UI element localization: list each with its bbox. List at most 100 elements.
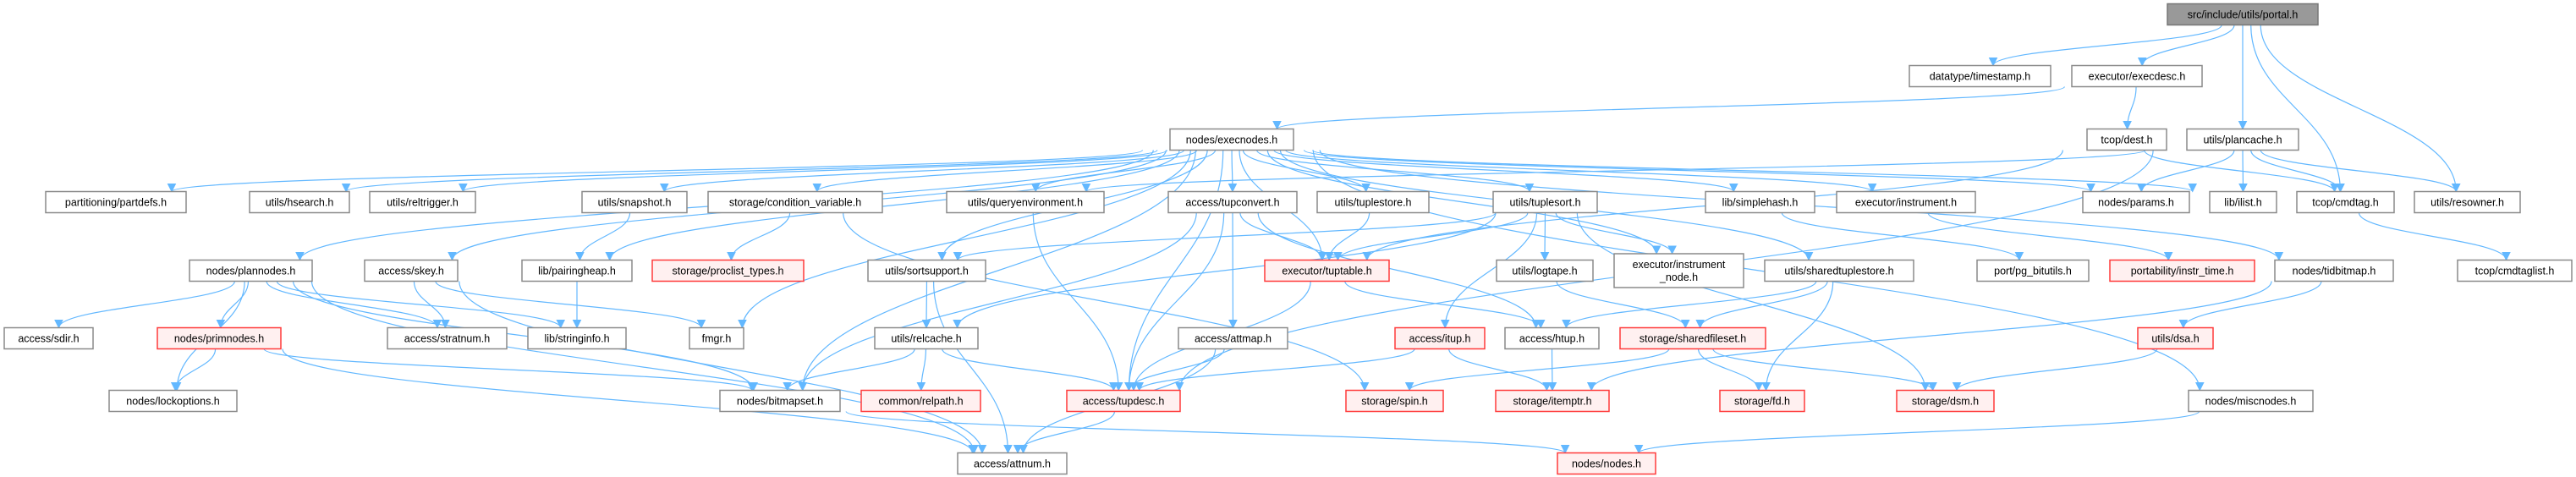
edge-tuptable-to-htup (1344, 281, 1546, 329)
node-tupdesc[interactable]: access/tupdesc.h (1066, 389, 1181, 413)
edge-sortsupport-to-attnum (932, 281, 1013, 454)
node-skey[interactable]: access/skey.h (364, 259, 459, 282)
node-miscnodes[interactable]: nodes/miscnodes.h (2188, 389, 2314, 413)
edge-condvar-to-spin (843, 212, 1370, 392)
node-label: access/stratnum.h (404, 333, 490, 345)
node-timestamp[interactable]: datatype/timestamp.h (1909, 64, 2051, 88)
node-label: common/relpath.h (878, 396, 963, 408)
edge-tuplesort-to-instrnode (1555, 212, 1677, 255)
node-nodes[interactable]: nodes/nodes.h (1557, 452, 1656, 475)
node-tuplesort[interactable]: utils/tuplesort.h (1492, 190, 1598, 214)
node-cmdtaglist[interactable]: tcop/cmdtaglist.h (2457, 259, 2573, 282)
node-dsm[interactable]: storage/dsm.h (1896, 389, 1995, 413)
node-box (1504, 326, 1600, 350)
node-label: access/tupconvert.h (1185, 197, 1279, 209)
node-itup[interactable]: access/itup.h (1394, 326, 1486, 350)
node-instrnode[interactable]: executor/instrument_node.h (1613, 253, 1744, 288)
node-sharedfileset[interactable]: storage/sharedfileset.h (1619, 326, 1766, 350)
node-tidbitmap[interactable]: nodes/tidbitmap.h (2274, 259, 2394, 282)
node-relpath[interactable]: common/relpath.h (860, 389, 981, 413)
node-plancache[interactable]: utils/plancache.h (2186, 128, 2299, 151)
node-tuptable[interactable]: executor/tuptable.h (1264, 259, 1390, 282)
edge-tuplesort-to-relcache (953, 212, 1497, 329)
node-stratnum[interactable]: access/stratnum.h (387, 326, 508, 350)
node-box (1345, 389, 1444, 413)
node-box (157, 326, 282, 350)
node-dest[interactable]: tcop/dest.h (2086, 128, 2167, 151)
node-instrtime[interactable]: portability/instr_time.h (2109, 259, 2255, 282)
node-box (527, 326, 627, 350)
node-primnodes[interactable]: nodes/primnodes.h (157, 326, 282, 350)
edge-plannodes-to-stratnum (266, 281, 442, 329)
node-label: utils/sharedtuplestore.h (1784, 266, 1893, 277)
node-attnum[interactable]: access/attnum.h (957, 452, 1068, 475)
node-label: nodes/tidbitmap.h (2293, 266, 2376, 277)
node-cmdtag[interactable]: tcop/cmdtag.h (2296, 190, 2395, 214)
node-tupconvert[interactable]: access/tupconvert.h (1167, 190, 1298, 214)
node-bitmapset[interactable]: nodes/bitmapset.h (719, 389, 841, 413)
node-label: partitioning/partdefs.h (65, 197, 167, 209)
node-spin[interactable]: storage/spin.h (1345, 389, 1444, 413)
node-execdesc[interactable]: executor/execdesc.h (2071, 64, 2203, 88)
node-box (1495, 389, 1610, 413)
node-attmap[interactable]: access/attmap.h (1178, 326, 1288, 350)
edge-tidbitmap-to-dsa (2178, 281, 2322, 329)
node-proclist[interactable]: storage/proclist_types.h (651, 259, 805, 282)
edge-attmap-to-tupdesc (1124, 348, 1225, 392)
node-box (1496, 259, 1594, 282)
node-stringinfo[interactable]: lib/stringinfo.h (527, 326, 627, 350)
node-htup[interactable]: access/htup.h (1504, 326, 1600, 350)
node-label: portability/instr_time.h (2131, 266, 2234, 277)
node-partdefs[interactable]: partitioning/partdefs.h (45, 190, 187, 214)
node-portal[interactable]: src/include/utils/portal.h (2167, 3, 2319, 26)
node-snapshot[interactable]: utils/snapshot.h (581, 190, 688, 214)
node-logtape[interactable]: utils/logtape.h (1496, 259, 1594, 282)
node-box (1178, 326, 1288, 350)
node-sortsupport[interactable]: utils/sortsupport.h (867, 259, 986, 282)
node-dsa[interactable]: utils/dsa.h (2137, 326, 2214, 350)
node-sdir[interactable]: access/sdir.h (3, 326, 94, 350)
node-pgbitutils[interactable]: port/pg_bitutils.h (1976, 259, 2090, 282)
edge-tuplesort-to-itup (1440, 212, 1538, 329)
node-condvar[interactable]: storage/condition_variable.h (707, 190, 883, 214)
edge-execdesc-to-execnodes (1272, 85, 2065, 130)
node-box (2167, 3, 2319, 26)
node-sharedtuplestore[interactable]: utils/sharedtuplestore.h (1764, 259, 1914, 282)
node-fmgr[interactable]: fmgr.h (689, 326, 744, 350)
edge-plannodes-to-sdir (54, 281, 235, 329)
edge-sharedfileset-to-spin (1404, 348, 1670, 392)
node-fd[interactable]: storage/fd.h (1719, 389, 1805, 413)
edge-execnodes-to-tupdesc (1124, 150, 1224, 392)
node-label: executor/instrument.h (1855, 197, 1957, 209)
node-relcache[interactable]: utils/relcache.h (874, 326, 979, 350)
edge-tupdesc-to-attnum (1013, 411, 1116, 454)
node-instrument[interactable]: executor/instrument.h (1836, 190, 1976, 214)
edge-snapshot-to-pairingheap (575, 212, 631, 261)
node-box (860, 389, 981, 413)
node-hsearch[interactable]: utils/hsearch.h (249, 190, 350, 214)
node-simplehash[interactable]: lib/simplehash.h (1705, 190, 1815, 214)
node-pairingheap[interactable]: lib/pairingheap.h (521, 259, 633, 282)
node-reltrigger[interactable]: utils/reltrigger.h (369, 190, 476, 214)
node-ilist[interactable]: lib/ilist.h (2209, 190, 2277, 214)
edge-relcache-to-tupdesc (942, 348, 1118, 392)
node-box (2188, 389, 2314, 413)
node-execnodes[interactable]: nodes/execnodes.h (1169, 128, 1294, 151)
node-label: utils/resowner.h (2430, 197, 2504, 209)
node-params[interactable]: nodes/params.h (2082, 190, 2190, 214)
node-itemptr[interactable]: storage/itemptr.h (1495, 389, 1610, 413)
edge-skey-to-attnum (459, 281, 987, 454)
edge-primnodes-to-bitmapset (263, 348, 756, 392)
node-label: utils/tuplestore.h (1334, 197, 1411, 209)
node-tuplestore[interactable]: utils/tuplestore.h (1316, 190, 1430, 214)
node-resowner[interactable]: utils/resowner.h (2414, 190, 2521, 214)
nodes-layer: src/include/utils/portal.h datatype/times… (3, 3, 2573, 475)
edge-sharedtuplestore-to-fd (1761, 281, 1834, 392)
node-plannodes[interactable]: nodes/plannodes.h (189, 259, 313, 282)
node-queryenv[interactable]: utils/queryenvironment.h (946, 190, 1105, 214)
node-lockoptions[interactable]: nodes/lockoptions.h (108, 389, 238, 413)
node-label: lib/simplehash.h (1722, 197, 1799, 209)
edge-plannodes-to-primnodes (216, 281, 250, 329)
edge-plancache-to-params (2136, 150, 2235, 193)
edge-execdesc-to-dest (2123, 86, 2137, 130)
